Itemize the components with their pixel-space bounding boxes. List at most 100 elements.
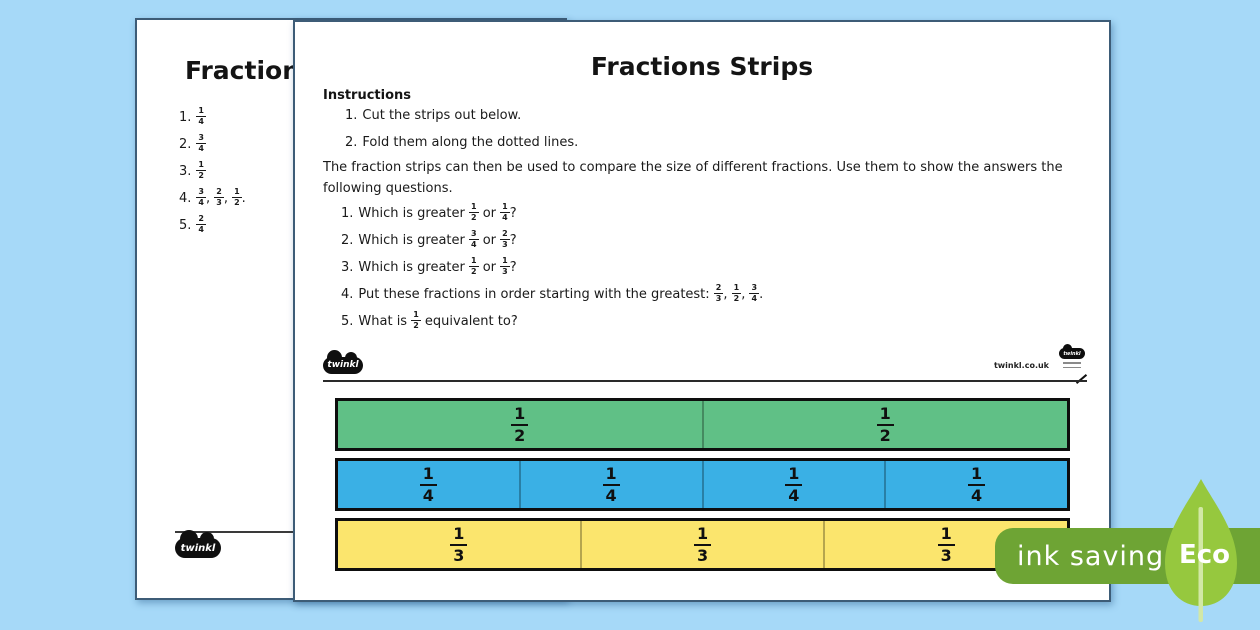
list-item-text: . — [759, 287, 764, 302]
list-item-text: Which is greater — [358, 260, 469, 275]
twinkl-logo: twinkl — [175, 530, 221, 558]
twinkl-logo-text: twinkl — [180, 542, 216, 554]
list-item-text: ? — [509, 260, 517, 275]
worksheet-page: Fractions Strips Instructions 1.Cut the … — [293, 20, 1111, 602]
eco-label: Eco — [1179, 540, 1231, 570]
list-item: 2. Fold them along the dotted lines. — [345, 129, 578, 156]
eco-leaf-icon — [1165, 479, 1237, 622]
list-item-text: Put these fractions in order starting wi… — [358, 287, 714, 302]
footer-divider-line — [323, 380, 1087, 382]
instructions-list: 1. Cut the strips out below. 2. Fold them a… — [345, 102, 578, 156]
list-item-text: , — [223, 191, 233, 206]
list-item-text: , — [723, 287, 732, 302]
list-item-text: Which is greater — [358, 233, 469, 248]
ink-saving-label: ink saving — [1017, 540, 1165, 572]
twinkl-logo: twinkl — [323, 349, 363, 374]
list-item-text: Fold them along the dotted lines. — [362, 135, 579, 150]
list-item-number: 2. — [341, 233, 354, 248]
list-item-number: 4. — [341, 287, 354, 302]
list-item-number: 1. — [179, 110, 192, 125]
list-item-text: or — [478, 206, 501, 221]
list-item-text: ? — [509, 233, 517, 248]
list-item: 4. Put these fractions in order starting … — [341, 281, 763, 308]
quality-standard-badge-icon: twinkl — [1057, 344, 1088, 384]
list-item-text: or — [478, 260, 501, 275]
list-item-number: 3. — [341, 260, 354, 275]
list-item-number: 1. — [341, 206, 354, 221]
list-item-number: 5. — [341, 314, 354, 329]
page-title: Fractions Strips — [590, 52, 814, 81]
list-item-text: , — [205, 191, 215, 206]
intro-text: The fraction strips can then be used to … — [323, 160, 1063, 196]
list-item-text: . — [241, 191, 246, 206]
list-item-text: ? — [509, 206, 517, 221]
website-url-text: twinkl.co.uk — [993, 360, 1049, 370]
list-item-text: , — [741, 287, 750, 302]
list-item-text: What is — [358, 314, 412, 329]
list-item-number: 3. — [179, 164, 192, 179]
list-item-number: 2. — [179, 137, 192, 152]
twinkl-logo-text: twinkl — [327, 360, 359, 370]
list-item-text: Cut the strips out below. — [362, 108, 522, 123]
list-item-number: 5. — [179, 218, 192, 233]
list-item-number: 2. — [345, 135, 358, 150]
list-item-text: Which is greater — [358, 206, 469, 221]
list-item-number: 1. — [345, 108, 358, 123]
list-item-text: or — [478, 233, 501, 248]
list-item-number: 4. — [179, 191, 192, 206]
list-item: 1. Cut the strips out below. — [345, 102, 578, 129]
page-footer: twinkl twinkl.co.uk twinkl — [323, 344, 1088, 384]
list-item-text: equivalent to? — [420, 314, 518, 329]
